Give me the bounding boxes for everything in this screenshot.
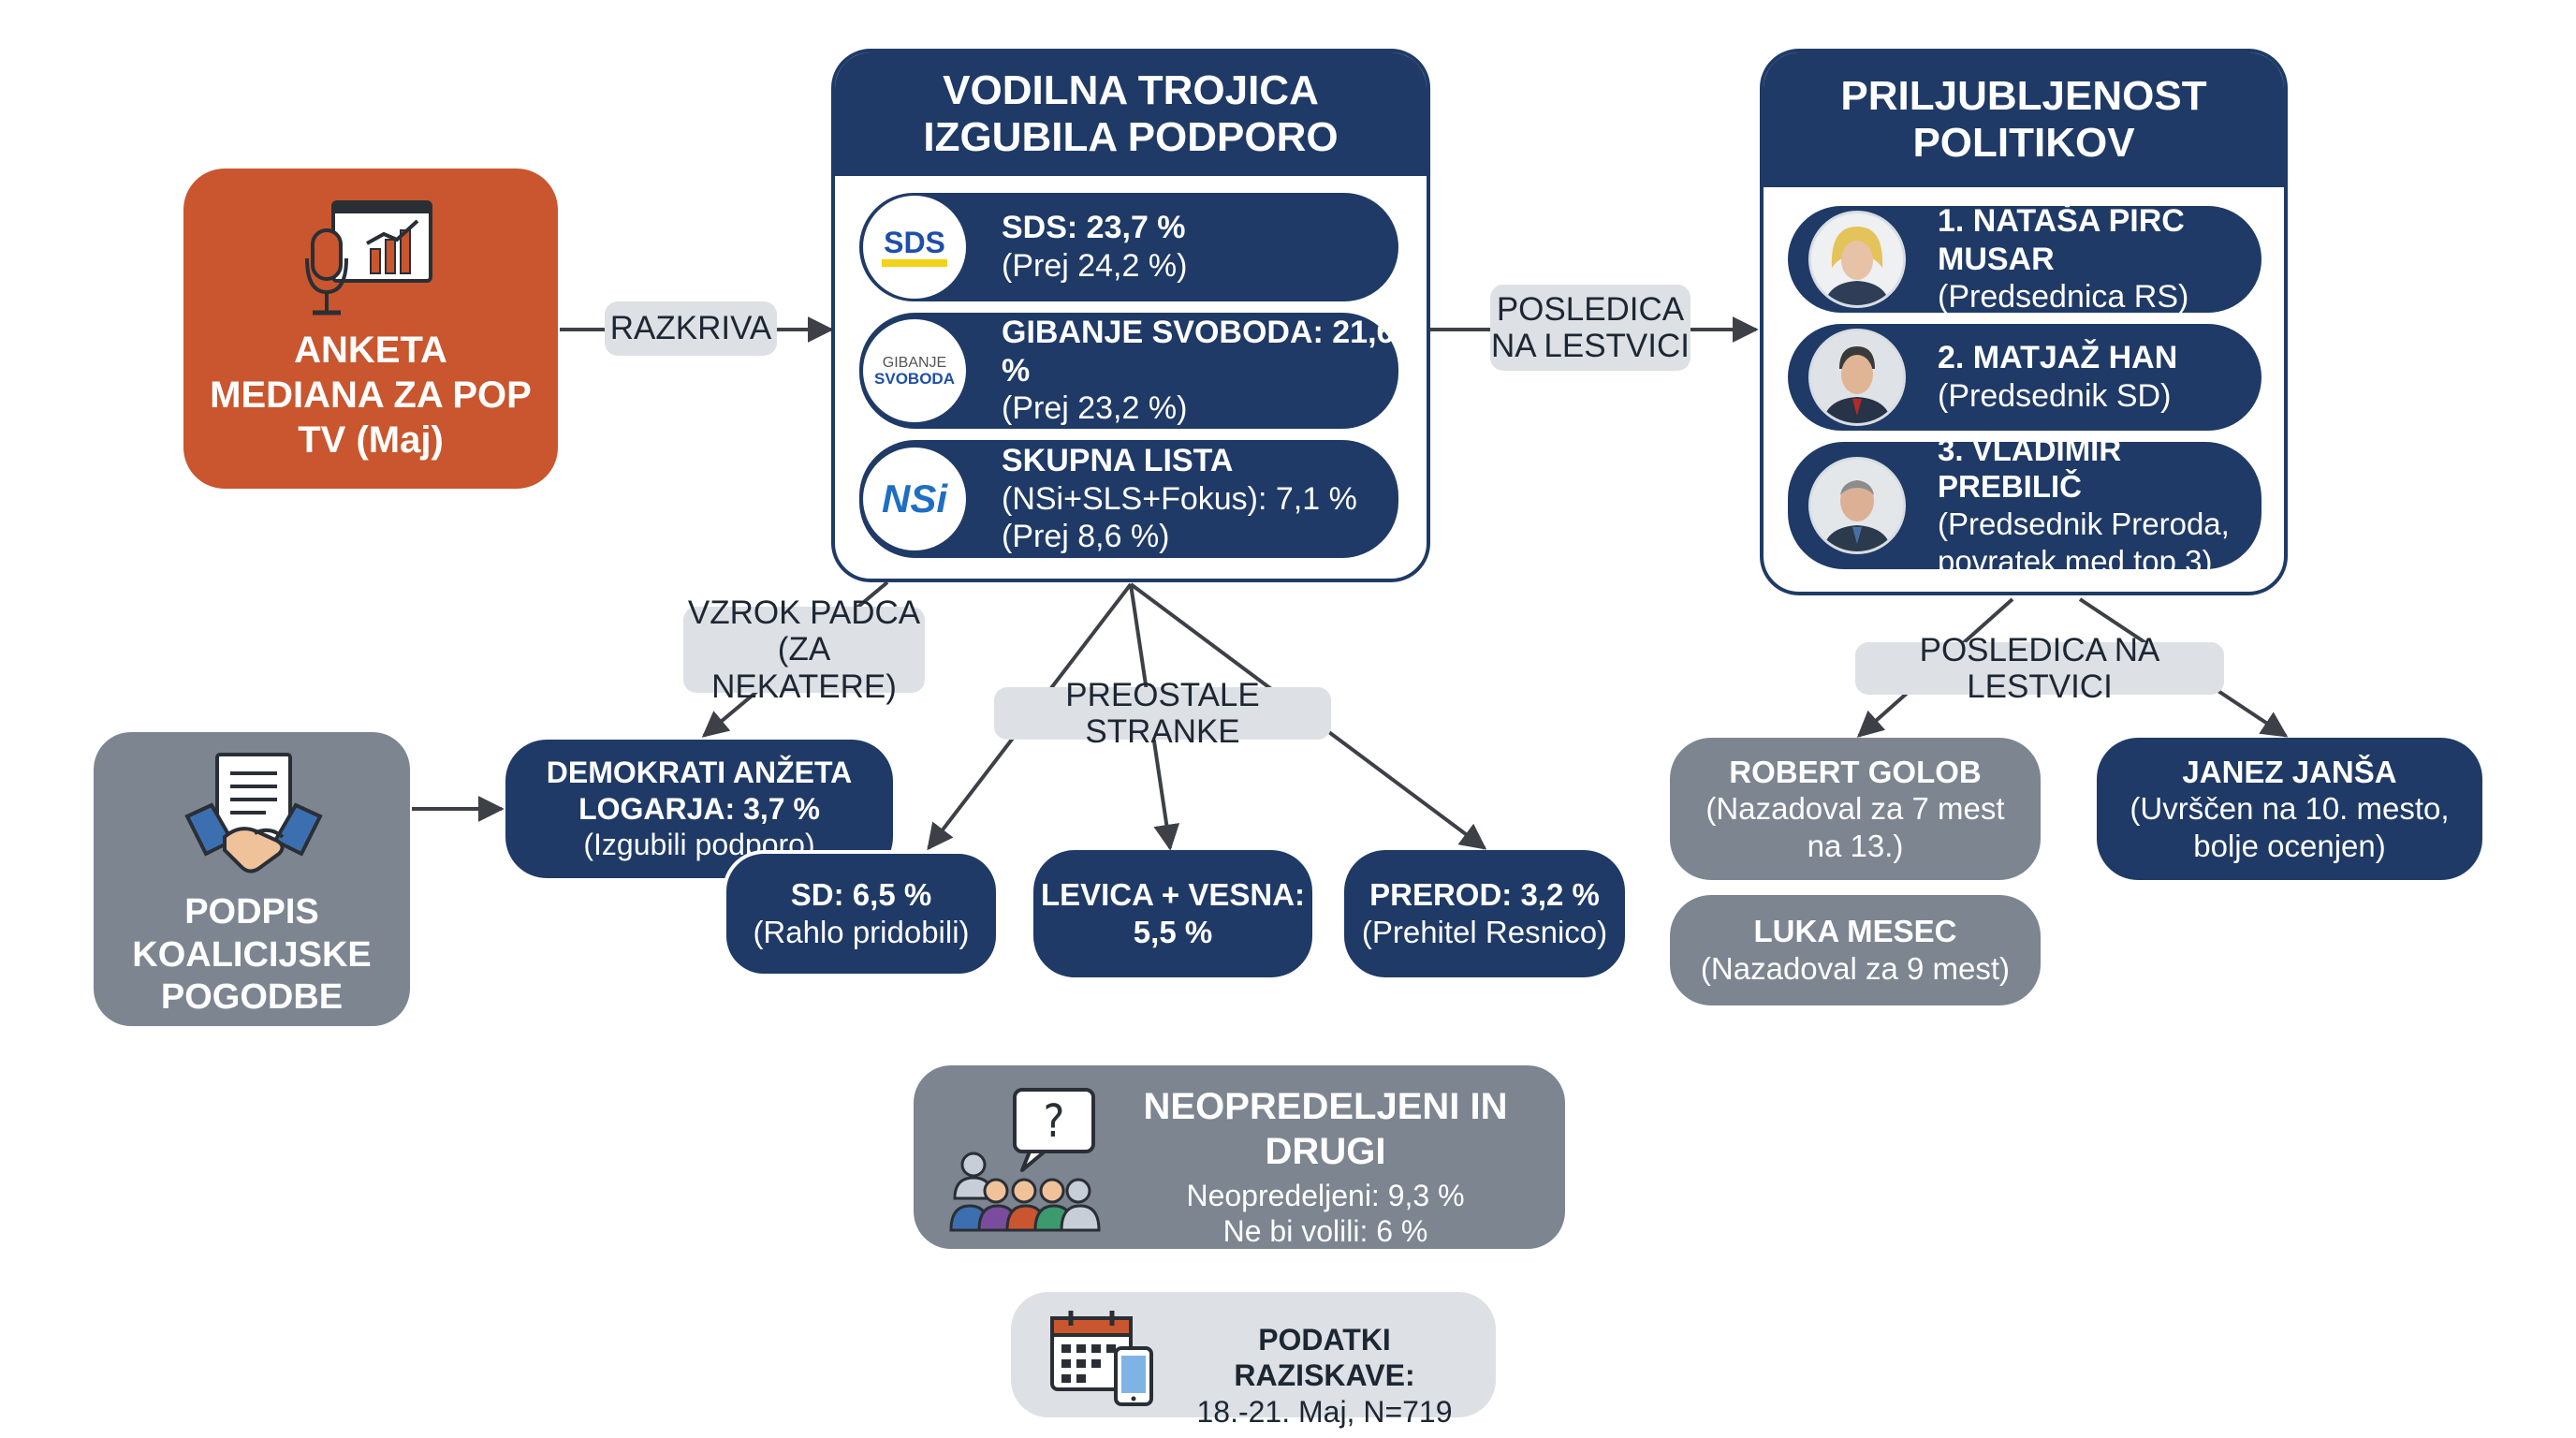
leading-trio-title-line: VODILNA TROJICA — [943, 67, 1319, 113]
undecided-box: ? NEOPREDELJENI IN DRUGI Neopredeljeni: … — [914, 1065, 1565, 1284]
politician-name: 3. VLADIMIR PREBILIČ — [1938, 432, 2122, 505]
reveals-label: RAZKRIVA — [605, 301, 777, 356]
sds-logo-icon: SDS — [863, 196, 966, 299]
cause-of-decline-label: VZROK PADCA (ZA NEKATERE) — [683, 594, 925, 705]
survey-title: PODATKI RAZISKAVE: — [1234, 1323, 1415, 1393]
leading-trio-panel: VODILNA TROJICA IZGUBILA PODPORO SDS SDS… — [831, 49, 1430, 582]
undecided-line: Neopredeljeni: 9,3 % — [1186, 1179, 1465, 1212]
consequence-label-line: POSLEDICA — [1496, 290, 1685, 328]
leading-trio-title-line: IZGUBILA PODPORO — [923, 114, 1339, 160]
politician-row-2: 2. MATJAŽ HAN (Predsednik SD) — [1788, 324, 2261, 431]
prerod-sub: (Prehitel Resnico) — [1361, 915, 1608, 949]
jansa-node: JANEZ JANŠA (Uvrščen na 10. mesto, bolje… — [2097, 738, 2482, 880]
popularity-title-line: PRILJUBLJENOST — [1840, 73, 2207, 119]
survey-data-box: PODATKI RAZISKAVE: 18.-21. Maj, N=719 — [1011, 1292, 1496, 1429]
golob-sub-line: (Nazadoval za 7 mest — [1705, 791, 2005, 827]
politician-role: (Predsednica RS) — [1938, 279, 2189, 315]
prerod-node: PREROD: 3,2 % (Prehitel Resnico) — [1344, 850, 1625, 977]
politician-row-1: 1. NATAŠA PIRC MUSAR (Predsednica RS) — [1788, 203, 2261, 315]
gs-logo-text: GIBANJE — [882, 354, 947, 371]
demokrati-title-line: DEMOKRATI ANŽETA — [546, 756, 853, 790]
demokrati-title-line: LOGARJA: 3,7 % — [578, 791, 820, 826]
politician-role: (Predsednik Preroda, — [1938, 506, 2230, 541]
levica-title-line: 5,5 % — [1133, 915, 1213, 949]
svg-text:?: ? — [1044, 1095, 1065, 1148]
leading-trio-title: VODILNA TROJICA IZGUBILA PODPORO — [835, 52, 1427, 176]
nsi-logo-icon: NSi — [863, 448, 966, 550]
survey-detail: 18.-21. Maj, N=719 — [1196, 1394, 1453, 1429]
politician-role: (Predsednik SD) — [1938, 378, 2172, 414]
party-detail: (Prej 23,2 %) — [1002, 390, 1188, 427]
jansa-title: JANEZ JANŠA — [2182, 754, 2397, 789]
cause-label-line: (ZA NEKATERE) — [711, 631, 897, 705]
coalition-line: KOALICIJSKE — [132, 934, 372, 975]
calendar-phone-icon — [1050, 1311, 1153, 1406]
party-detail: (Prej 8,6 %) — [1002, 519, 1170, 555]
sd-title: SD: 6,5 % — [790, 877, 932, 913]
levica-vesna-node: LEVICA + VESNA: 5,5 % — [1033, 850, 1312, 977]
sd-sub: (Rahlo pridobili) — [753, 915, 970, 949]
remaining-parties-label: PREOSTALE STRANKE — [994, 677, 1331, 750]
gibanje-svoboda-logo-icon: GIBANJE SVOBODA — [863, 319, 966, 422]
jansa-sub-line: bolje ocenjen) — [2193, 828, 2386, 863]
politician-name: 1. NATAŠA PIRC MUSAR — [1938, 202, 2185, 277]
nsi-logo-text: NSi — [881, 477, 947, 521]
gs-logo-text: SVOBODA — [874, 369, 955, 388]
consequence-ranking-lower-label: POSLEDICA NA LESTVICI — [1855, 632, 2224, 705]
sd-node: SD: 6,5 % (Rahlo pridobili) — [723, 850, 1000, 977]
party-name: SKUPNA LISTA — [1002, 442, 1234, 478]
undecided-line: Brez odgovora: 2 % — [1193, 1250, 1457, 1284]
party-detail: (NSi+SLS+Fokus): 7,1 % — [1002, 480, 1357, 517]
popularity-title-line: POLITIKOV — [1912, 120, 2135, 166]
golob-node: ROBERT GOLOB (Nazadoval za 7 mest na 13.… — [1670, 738, 2041, 880]
party-row-gibanje-svoboda: GIBANJE SVOBODA GIBANJE SVOBODA: 21,6 % … — [859, 313, 1398, 429]
party-row-sds: SDS SDS: 23,7 % (Prej 24,2 %) — [859, 193, 1398, 301]
party-name: SDS: 23,7 % — [1002, 210, 1186, 246]
popularity-panel: PRILJUBLJENOST POLITIKOV 1. NATAŠA PIRC … — [1760, 49, 2288, 595]
party-detail: (Prej 24,2 %) — [1002, 248, 1188, 284]
prerod-title: PREROD: 3,2 % — [1369, 877, 1600, 913]
politician-role: povratek med top 3) — [1938, 543, 2213, 579]
coalition-line: POGODBE — [160, 977, 344, 1018]
mesec-title: LUKA MESEC — [1753, 914, 1957, 949]
undecided-line: Ne bi volili: 6 % — [1222, 1214, 1428, 1249]
coalition-signing-box: PODPIS KOALICIJSKE POGODBE — [94, 732, 410, 1026]
handshake-document-icon — [184, 753, 323, 873]
golob-sub-line: na 13.) — [1807, 828, 1904, 863]
man-avatar-icon — [1808, 329, 1906, 426]
party-row-skupna-lista: NSi SKUPNA LISTA (NSi+SLS+Fokus): 7,1 % … — [859, 440, 1398, 558]
survey-source-box: ANKETA MEDIANA ZA POP TV (Maj) — [183, 169, 558, 489]
man-avatar-icon — [1808, 457, 1906, 554]
golob-title: ROBERT GOLOB — [1729, 754, 1982, 789]
sds-logo-text: SDS — [884, 226, 945, 259]
party-name: GIBANJE SVOBODA: 21,6 % — [1002, 314, 1395, 389]
source-title-line: MEDIANA ZA POP — [210, 374, 532, 416]
politician-name: 2. MATJAŽ HAN — [1938, 340, 2178, 376]
mesec-sub: (Nazadoval za 9 mest) — [1700, 951, 2011, 986]
coalition-line: PODPIS — [184, 892, 319, 932]
cause-label-line: VZROK PADCA — [687, 594, 921, 632]
levica-title-line: LEVICA + VESNA: — [1040, 877, 1306, 913]
politician-row-3: 3. VLADIMIR PREBILIČ (Predsednik Preroda… — [1788, 433, 2261, 579]
consequence-ranking-label: POSLEDICA NA LESTVICI — [1490, 285, 1690, 371]
source-title-line: TV (Maj) — [298, 419, 444, 461]
consequence-label-line: NA LESTVICI — [1490, 328, 1690, 364]
source-title-line: ANKETA — [294, 330, 447, 371]
woman-avatar-icon — [1808, 211, 1906, 308]
mesec-node: LUKA MESEC (Nazadoval za 9 mest) — [1670, 895, 2041, 1005]
popularity-title: PRILJUBLJENOST POLITIKOV — [1764, 52, 2284, 187]
people-question-icon: ? — [949, 1088, 1101, 1232]
jansa-sub-line: (Uvrščen na 10. mesto, — [2130, 791, 2450, 827]
microphone-chart-icon — [305, 200, 432, 315]
undecided-title: NEOPREDELJENI IN DRUGI — [1143, 1086, 1508, 1172]
